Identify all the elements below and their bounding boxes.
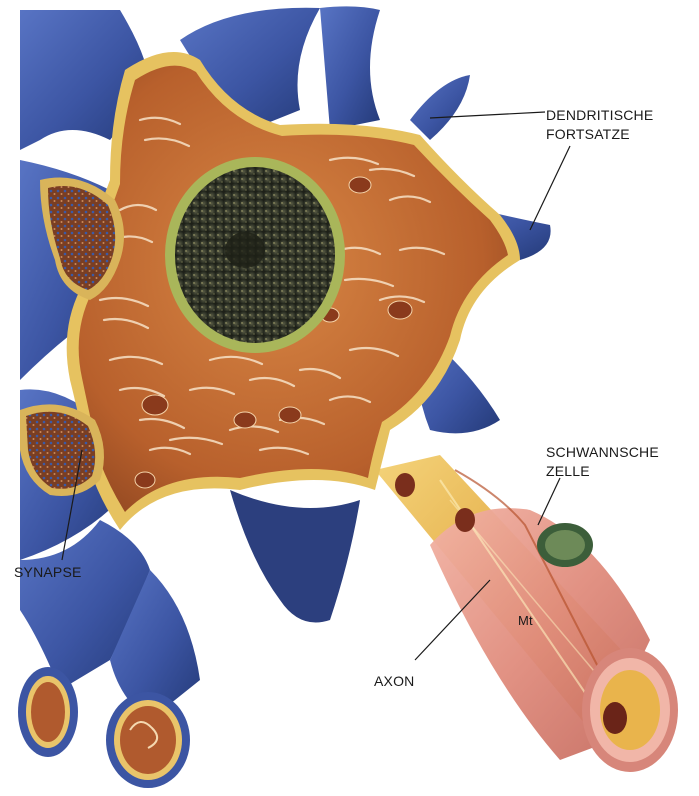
label-axon: AXON [374, 673, 414, 689]
label-schwann-line1: SCHWANNSCHE [546, 444, 659, 460]
label-dendrites-line2: FORTSATZE [546, 126, 630, 142]
nucleolus [225, 232, 265, 268]
label-synapse: SYNAPSE [14, 564, 82, 580]
label-dendrites-line1: DENDRITISCHE [546, 107, 653, 123]
label-schwann-line2: ZELLE [546, 463, 590, 479]
label-mt: Mt [518, 613, 533, 628]
